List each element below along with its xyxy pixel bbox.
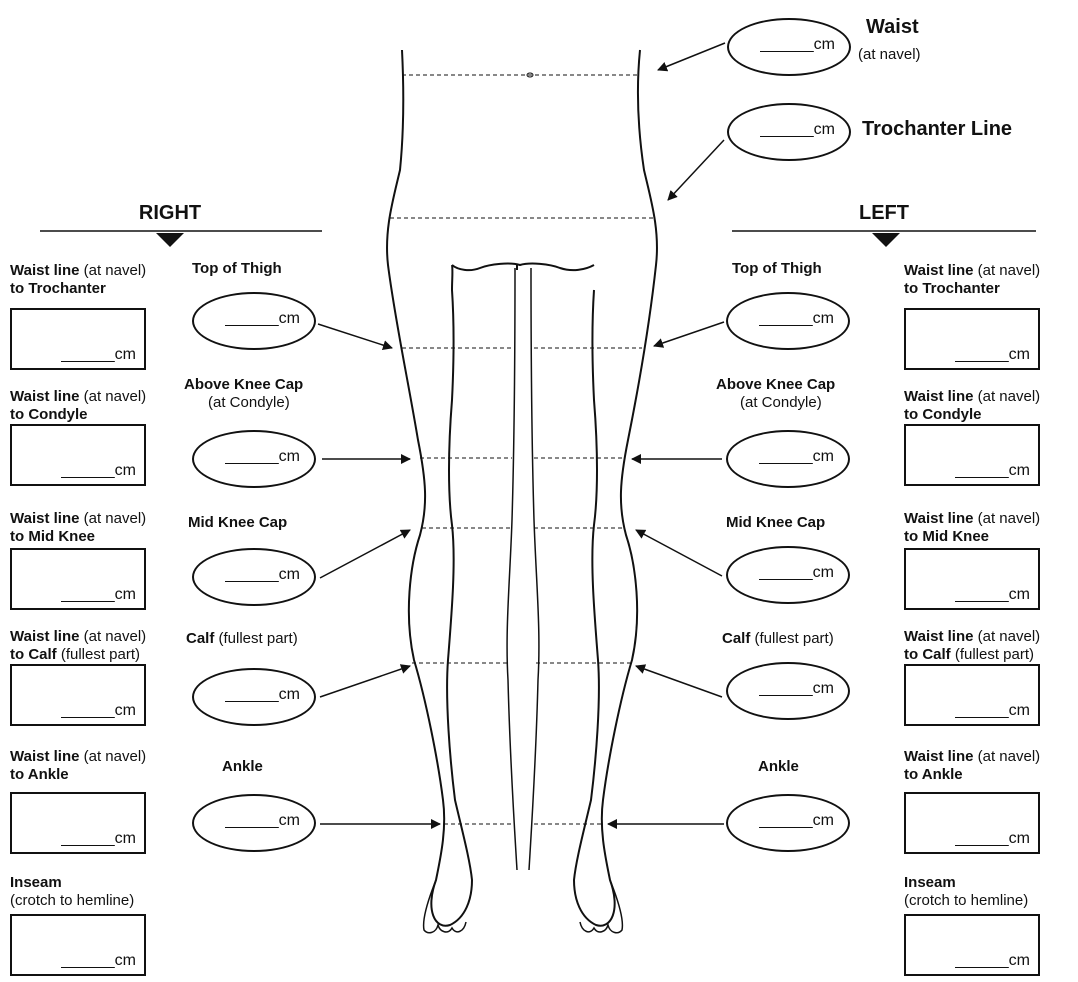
left-box-label-condyle: Waist line (at navel)to Condyle: [904, 388, 1040, 424]
unit-label: ______cm: [759, 812, 834, 830]
unit-label: ______cm: [759, 310, 834, 328]
unit-label: ______cm: [955, 952, 1030, 970]
left-box-label-trochanter: Waist line (at navel)to Trochanter: [904, 262, 1040, 298]
left-calf-input[interactable]: ______cm: [726, 662, 850, 720]
right-heading: RIGHT: [120, 202, 220, 225]
feet: [424, 880, 623, 933]
left-oval-label-calf: Calf (fullest part): [722, 630, 834, 648]
left-mid-knee-input[interactable]: ______cm: [726, 546, 850, 604]
left-ankle-input[interactable]: ______cm: [726, 794, 850, 852]
right-heading-triangle: [156, 233, 184, 247]
left-condyle-box[interactable]: ______cm: [904, 424, 1040, 486]
unit-label: ______cm: [61, 586, 136, 604]
right-condyle-box[interactable]: ______cm: [10, 424, 146, 486]
left-trochanter-box[interactable]: ______cm: [904, 308, 1040, 370]
unit-label: ______cm: [225, 686, 300, 704]
right-oval-label-above-knee: Above Knee Cap: [184, 376, 303, 394]
unit-label: ______cm: [61, 952, 136, 970]
right-oval-label-ankle: Ankle: [222, 758, 263, 776]
unit-label: ______cm: [61, 830, 136, 848]
right-box-label-calf: Waist line (at navel)to Calf (fullest pa…: [10, 628, 146, 664]
left-mid-knee-box[interactable]: ______cm: [904, 548, 1040, 610]
right-ankle-box[interactable]: ______cm: [10, 792, 146, 854]
left-oval-label-top-thigh: Top of Thigh: [732, 260, 822, 278]
unit-label: ______cm: [61, 702, 136, 720]
unit-label: ______cm: [955, 586, 1030, 604]
unit-label: ______cm: [955, 346, 1030, 364]
left-inseam-box[interactable]: ______cm: [904, 914, 1040, 976]
unit-label: ______cm: [225, 812, 300, 830]
trochanter-input[interactable]: ______cm: [727, 103, 851, 161]
measurement-lines: [390, 75, 654, 824]
unit-label: ______cm: [955, 830, 1030, 848]
right-box-label-trochanter: Waist line (at navel)to Trochanter: [10, 262, 146, 298]
right-calf-input[interactable]: ______cm: [192, 668, 316, 726]
waist-subtitle: (at navel): [858, 46, 921, 64]
left-box-label-calf: Waist line (at navel)to Calf (fullest pa…: [904, 628, 1040, 664]
right-oval-label-top-thigh: Top of Thigh: [192, 260, 282, 278]
right-mid-knee-input[interactable]: ______cm: [192, 548, 316, 606]
unit-label: ______cm: [759, 564, 834, 582]
left-oval-sublabel-above-knee: (at Condyle): [740, 394, 822, 412]
left-oval-label-ankle: Ankle: [758, 758, 799, 776]
right-box-label-inseam: Inseam(crotch to hemline): [10, 874, 134, 910]
right-mid-knee-box[interactable]: ______cm: [10, 548, 146, 610]
left-box-label-ankle: Waist line (at navel)to Ankle: [904, 748, 1040, 784]
right-above-knee-input[interactable]: ______cm: [192, 430, 316, 488]
right-oval-label-mid-knee: Mid Knee Cap: [188, 514, 287, 532]
unit-label: ______cm: [61, 346, 136, 364]
left-heading-triangle: [872, 233, 900, 247]
pointer-arrows: [318, 43, 725, 824]
right-oval-sublabel-above-knee: (at Condyle): [208, 394, 290, 412]
unit-label: ______cm: [225, 566, 300, 584]
left-oval-label-above-knee: Above Knee Cap: [716, 376, 835, 394]
right-box-label-ankle: Waist line (at navel)to Ankle: [10, 748, 146, 784]
unit-label: ______cm: [225, 448, 300, 466]
right-ankle-input[interactable]: ______cm: [192, 794, 316, 852]
right-box-label-mid-knee: Waist line (at navel)to Mid Knee: [10, 510, 146, 546]
waist-input[interactable]: ______cm: [727, 18, 851, 76]
left-above-knee-input[interactable]: ______cm: [726, 430, 850, 488]
left-oval-label-mid-knee: Mid Knee Cap: [726, 514, 825, 532]
unit-label: ______cm: [759, 448, 834, 466]
right-box-label-condyle: Waist line (at navel)to Condyle: [10, 388, 146, 424]
left-heading: LEFT: [834, 202, 934, 225]
inseam-lines: [507, 268, 539, 870]
right-oval-label-calf: Calf (fullest part): [186, 630, 298, 648]
left-calf-box[interactable]: ______cm: [904, 664, 1040, 726]
unit-label: ______cm: [760, 121, 835, 139]
waist-title: Waist: [866, 18, 919, 36]
unit-label: ______cm: [61, 462, 136, 480]
right-inseam-box[interactable]: ______cm: [10, 914, 146, 976]
left-top-thigh-input[interactable]: ______cm: [726, 292, 850, 350]
right-calf-box[interactable]: ______cm: [10, 664, 146, 726]
unit-label: ______cm: [760, 36, 835, 54]
unit-label: ______cm: [759, 680, 834, 698]
right-trochanter-box[interactable]: ______cm: [10, 308, 146, 370]
left-ankle-box[interactable]: ______cm: [904, 792, 1040, 854]
left-box-label-inseam: Inseam(crotch to hemline): [904, 874, 1028, 910]
trochanter-title: Trochanter Line: [862, 120, 1012, 138]
right-top-thigh-input[interactable]: ______cm: [192, 292, 316, 350]
unit-label: ______cm: [955, 702, 1030, 720]
unit-label: ______cm: [955, 462, 1030, 480]
left-box-label-mid-knee: Waist line (at navel)to Mid Knee: [904, 510, 1040, 546]
leg-outline: [387, 50, 657, 926]
unit-label: ______cm: [225, 310, 300, 328]
